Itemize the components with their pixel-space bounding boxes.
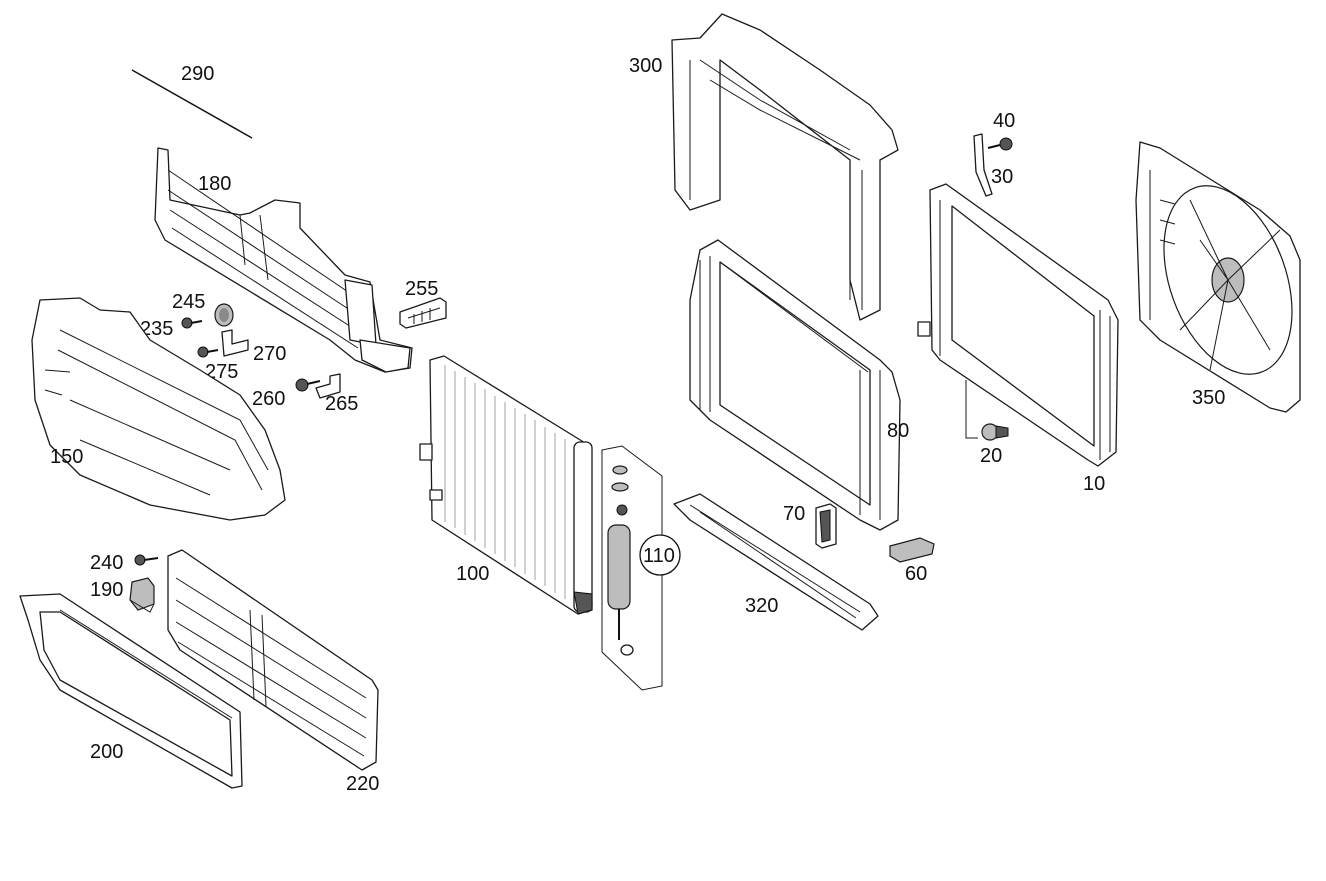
label-40: 40: [993, 110, 1015, 132]
label-300: 300: [629, 55, 662, 77]
part-60-sensor[interactable]: [889, 537, 935, 563]
part-270-clip[interactable]: [221, 329, 249, 357]
part-255-connector[interactable]: [399, 297, 447, 329]
label-245: 245: [172, 291, 205, 313]
label-255: 255: [405, 278, 438, 300]
label-80: 80: [887, 420, 909, 442]
part-110-dryer-kit[interactable]: [601, 445, 681, 691]
part-275-screw[interactable]: [197, 346, 219, 358]
label-235: 235: [140, 318, 173, 340]
part-235-screw[interactable]: [181, 317, 203, 329]
part-350-fan-shroud[interactable]: [1135, 141, 1316, 413]
label-60: 60: [905, 563, 927, 585]
part-30-bracket[interactable]: [973, 133, 993, 197]
part-300-upper-support[interactable]: [671, 13, 899, 321]
label-190: 190: [90, 579, 123, 601]
part-20-valve[interactable]: [965, 380, 1009, 441]
label-320: 320: [745, 595, 778, 617]
part-200-front-frame[interactable]: [19, 593, 243, 789]
part-240-screw[interactable]: [134, 554, 159, 566]
part-190-mount[interactable]: [129, 577, 155, 613]
part-245-disc[interactable]: [214, 303, 234, 327]
label-260: 260: [252, 388, 285, 410]
label-240: 240: [90, 552, 123, 574]
label-180: 180: [198, 173, 231, 195]
part-180-upper-shutter[interactable]: [154, 147, 413, 373]
label-200: 200: [90, 741, 123, 763]
part-320-lower-air-guide[interactable]: [673, 493, 879, 631]
label-265: 265: [325, 393, 358, 415]
label-110: 110: [643, 545, 675, 567]
label-30: 30: [991, 166, 1013, 188]
part-150-air-guide[interactable]: [31, 297, 286, 521]
part-70-bracket[interactable]: [815, 503, 837, 549]
label-10: 10: [1083, 473, 1105, 495]
label-70: 70: [783, 503, 805, 525]
part-40-screw[interactable]: [987, 137, 1013, 151]
label-270: 270: [253, 343, 286, 365]
label-150: 150: [50, 446, 83, 468]
part-80-radiator[interactable]: [689, 239, 901, 531]
part-260-screw[interactable]: [295, 378, 321, 392]
part-290-line: [131, 69, 253, 139]
label-100: 100: [456, 563, 489, 585]
part-220-lower-shutter[interactable]: [167, 549, 379, 771]
label-275: 275: [205, 361, 238, 383]
label-20: 20: [980, 445, 1002, 467]
part-10-main-radiator[interactable]: [917, 183, 1119, 467]
label-350: 350: [1192, 387, 1225, 409]
part-100-condenser[interactable]: [419, 355, 593, 615]
label-220: 220: [346, 773, 379, 795]
label-290: 290: [181, 63, 214, 85]
part-265-clip[interactable]: [315, 373, 341, 399]
